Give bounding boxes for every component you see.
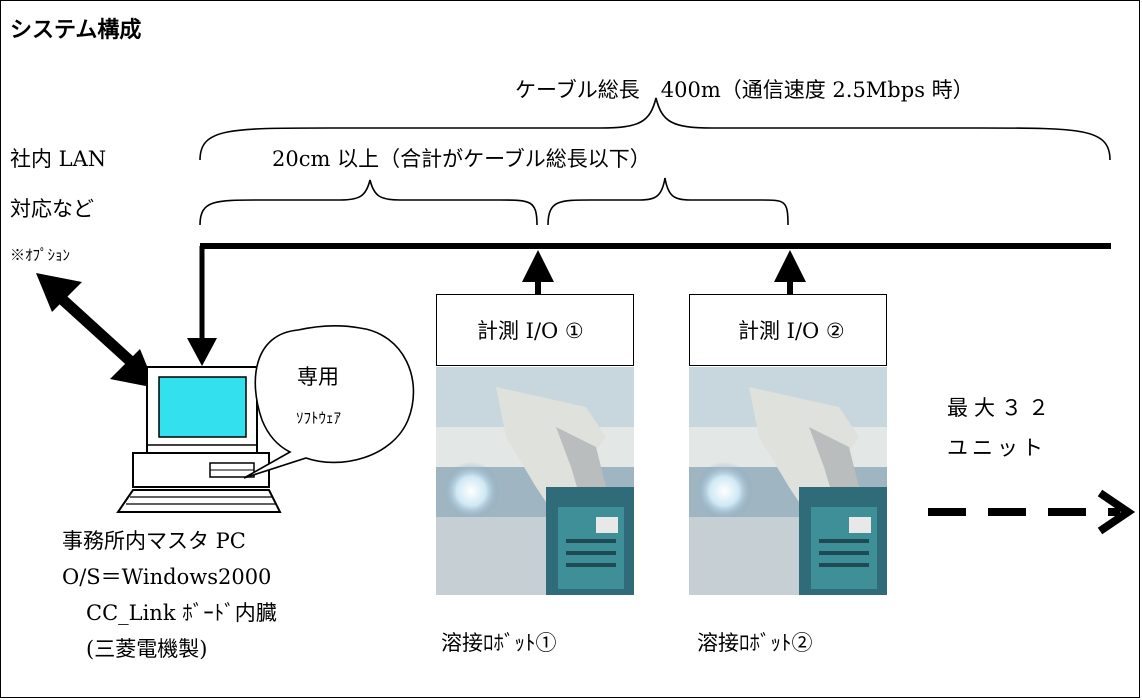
software-bubble	[243, 325, 415, 479]
segment-brace-2	[547, 177, 789, 226]
io-unit-1-label: 計測 I/O ①	[477, 319, 584, 343]
cable-total-label: ケーブル総長 400m（通信速度 2.5Mbps 時）	[515, 78, 974, 102]
software-bubble-line1: 専用	[297, 365, 339, 389]
lan-note-line1: 社内 LAN	[10, 147, 107, 171]
unit2-arrowhead	[774, 250, 806, 282]
pc-label-line1: 事務所内マスタ PC	[62, 529, 246, 553]
segment-length-label: 20cm 以上（合計がケーブル総長以下）	[272, 147, 651, 171]
pc-label-line4: (三菱電機製)	[86, 637, 208, 661]
software-bubble-line2: ｿﾌﾄｳｪｱ	[296, 409, 342, 427]
cable-total-brace	[199, 97, 1111, 161]
lan-arrowhead-top	[36, 273, 82, 312]
lan-arrow-shaft	[48, 285, 144, 375]
lan-arrowhead-bottom	[110, 349, 156, 388]
io-unit-1-box: 計測 I/O ①	[436, 294, 634, 366]
pc-drop-arrowhead	[187, 338, 217, 366]
expansion-arrowhead	[1097, 489, 1136, 535]
welding-robot-2-photo	[689, 367, 887, 595]
diagram-title: システム構成	[10, 18, 142, 43]
max-units-line1: 最大３２	[947, 396, 1055, 420]
keyboard	[116, 489, 282, 513]
max-units-line2: ユニット	[947, 436, 1047, 460]
welding-robot-1-photo	[436, 367, 634, 595]
lan-note-option: ※ｵﾌﾟｼｮﾝ	[10, 246, 71, 264]
robot-1-label: 溶接ﾛﾎﾞｯﾄ①	[441, 631, 557, 655]
segment-brace-1	[199, 179, 538, 226]
lan-note-line2: 対応など	[10, 197, 94, 221]
io-unit-2-box: 計測 I/O ②	[689, 294, 887, 366]
monitor-screen	[158, 376, 247, 438]
io-unit-2-label: 計測 I/O ②	[738, 319, 845, 343]
unit1-arrowhead	[522, 250, 554, 282]
robot-2-label: 溶接ﾛﾎﾞｯﾄ②	[697, 631, 813, 655]
pc-label-line3: CC_Link ﾎﾞｰﾄﾞ内臓	[86, 601, 277, 625]
pc-label-line2: O/S＝Windows2000	[62, 565, 272, 589]
